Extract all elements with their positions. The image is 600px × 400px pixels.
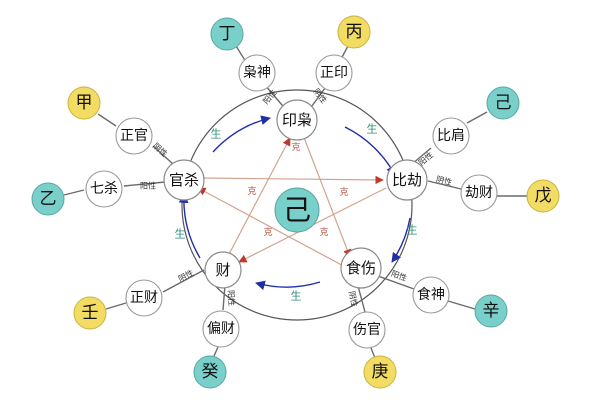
sheng-label-5: 生 xyxy=(175,227,186,241)
spoke-bi-jiecai xyxy=(427,180,462,190)
spoke-bijian-ji xyxy=(466,111,488,124)
sub-node-xiao-shen: 枭神 xyxy=(238,54,276,92)
rel-label-zhengguan: 阴性 xyxy=(151,141,170,159)
sub-node-shi-shen: 食神 xyxy=(412,276,450,314)
spoke-xiaoshen-ding xyxy=(235,45,247,63)
stem-jia-label: 甲 xyxy=(76,93,93,113)
stem-ding: 丁 xyxy=(210,17,244,51)
spoke-qisha-yi xyxy=(63,189,85,196)
stem-bing: 丙 xyxy=(337,15,371,49)
rel-label-zhengcai: 阴性 xyxy=(176,267,195,283)
sheng-arrow-cai-to-guan xyxy=(178,193,201,259)
sheng-label-3: 生 xyxy=(407,223,418,237)
day-master-circle xyxy=(274,187,320,233)
main-node-cai: 财 xyxy=(204,251,242,289)
sheng-label-2: 生 xyxy=(367,122,378,136)
stem-xin: 辛 xyxy=(474,294,508,328)
spoke-shangguan-geng xyxy=(370,347,376,359)
stem-wu: 戊 xyxy=(526,179,560,213)
stem-ren-label: 壬 xyxy=(82,303,99,323)
sub-node-jie-cai-label: 劫财 xyxy=(465,185,493,201)
stem-ding-label: 丁 xyxy=(219,24,236,44)
sub-node-pian-cai-label: 偏财 xyxy=(207,321,235,337)
ke-label-2: 克 xyxy=(339,187,348,198)
sub-node-jie-cai: 劫财 xyxy=(460,174,498,212)
sub-node-bi-jian: 比肩 xyxy=(432,117,470,155)
rel-label-piancai: 阳性 xyxy=(226,290,237,307)
ke-label-4: 克 xyxy=(263,227,272,238)
ke-line-guan-to-bi xyxy=(201,175,384,185)
stem-gui-label: 癸 xyxy=(202,362,219,382)
main-node-guan-sha-label: 官杀 xyxy=(169,171,199,189)
sub-node-shi-shen-label: 食神 xyxy=(417,286,445,303)
spoke-zhengguan-jia xyxy=(97,113,117,127)
rel-label-shangguan: 阴性 xyxy=(347,290,360,308)
ke-line-cai-to-yin xyxy=(226,137,291,259)
stem-yi-label: 乙 xyxy=(40,189,57,209)
main-node-shi-shang-label: 食伤 xyxy=(346,259,376,277)
ke-label-1: 克 xyxy=(291,142,300,153)
sheng-label-1: 生 xyxy=(211,127,222,141)
stem-ren: 壬 xyxy=(73,296,107,330)
spoke-shishen-xin xyxy=(447,300,476,310)
stem-yi: 乙 xyxy=(31,182,65,216)
main-node-yin-xiao: 印枭 xyxy=(276,99,318,141)
main-node-guan-sha: 官杀 xyxy=(163,159,205,201)
sheng-arrow-guan-to-yin xyxy=(212,115,271,153)
spoke-piancai-gui xyxy=(213,346,219,357)
day-master-label: 己 xyxy=(283,194,311,227)
spoke-shi-shangguan xyxy=(357,285,366,313)
stem-geng: 庚 xyxy=(363,355,397,389)
spoke-cai-piancai xyxy=(222,284,226,311)
sheng-arrow-bi-to-shi xyxy=(391,217,411,263)
ke-line-shi-to-guan xyxy=(197,187,352,271)
sub-node-zheng-yin: 正印 xyxy=(315,54,353,92)
stem-jia: 甲 xyxy=(67,86,101,120)
stem-xin-label: 辛 xyxy=(483,301,500,321)
sub-node-shang-guan-label: 伤官 xyxy=(353,322,381,338)
rel-label-jiecai: 阴性 xyxy=(435,174,453,188)
spoke-shi-shishen xyxy=(377,275,415,290)
ke-line-yin-to-shi xyxy=(297,121,352,258)
sub-node-zheng-cai: 正财 xyxy=(125,279,163,317)
sub-node-qi-sha: 七杀 xyxy=(85,170,123,208)
main-node-bi-jie: 比劫 xyxy=(386,159,428,201)
stem-gui: 癸 xyxy=(193,355,227,389)
stem-ji-label: 己 xyxy=(495,93,512,113)
sub-node-zheng-guan: 正官 xyxy=(115,117,153,155)
sub-node-zheng-guan-label: 正官 xyxy=(120,128,148,144)
sub-node-bi-jian-label: 比肩 xyxy=(437,128,465,144)
sub-node-zheng-cai-label: 正财 xyxy=(130,290,158,306)
sub-node-xiao-shen-label: 枭神 xyxy=(243,64,271,81)
sub-node-pian-cai: 偏财 xyxy=(202,310,240,348)
spoke-zhengcai-ren xyxy=(105,302,127,310)
main-node-bi-jie-label: 比劫 xyxy=(392,171,422,189)
ke-label-3: 克 xyxy=(319,227,328,238)
generating-cycle-ring xyxy=(181,89,413,321)
stem-wu-label: 戊 xyxy=(535,186,552,206)
rel-label-qisha: 阳性 xyxy=(140,181,156,191)
spoke-guan-qisha xyxy=(123,181,166,187)
sheng-label-4: 生 xyxy=(291,289,302,303)
main-node-shi-shang: 食伤 xyxy=(340,247,382,289)
stem-ji: 己 xyxy=(486,86,520,120)
stem-geng-label: 庚 xyxy=(372,362,389,382)
sub-node-shang-guan: 伤官 xyxy=(348,311,386,349)
main-node-cai-label: 财 xyxy=(215,261,230,279)
sub-node-zheng-yin-label: 正印 xyxy=(320,65,348,81)
main-node-yin-xiao-label: 印枭 xyxy=(282,111,312,129)
ke-label-5: 克 xyxy=(247,186,256,197)
spoke-guan-zhengguan xyxy=(152,145,174,165)
sheng-arrow-shi-to-cai xyxy=(255,280,321,291)
stem-bing-label: 丙 xyxy=(346,22,363,42)
sub-node-qi-sha-label: 七杀 xyxy=(90,181,118,197)
spoke-cai-zhengcai xyxy=(162,269,205,293)
